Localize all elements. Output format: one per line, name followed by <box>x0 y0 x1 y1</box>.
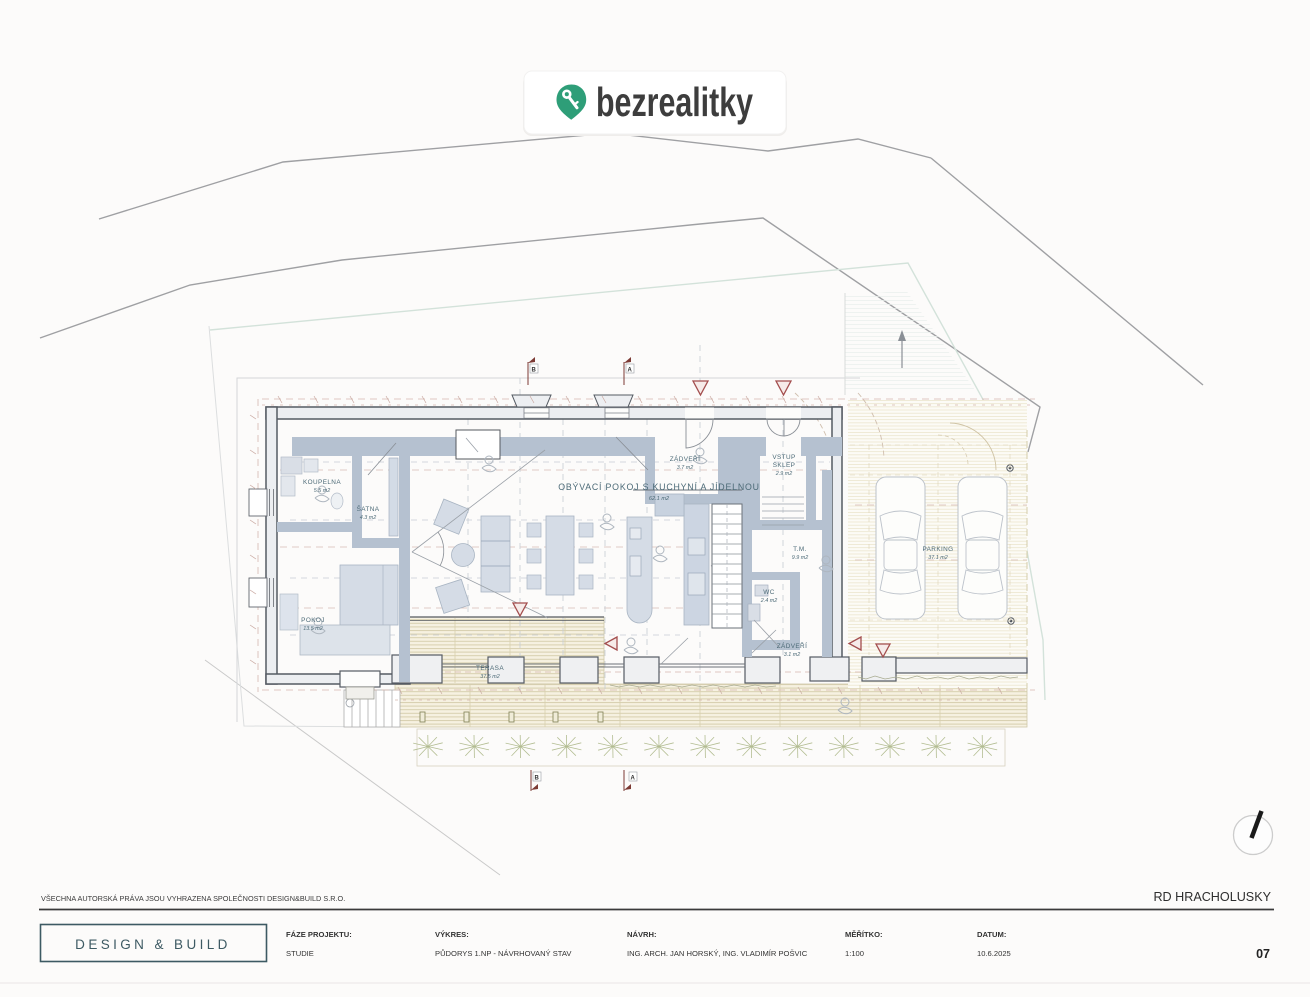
svg-text:3.1 m2: 3.1 m2 <box>784 652 800 658</box>
svg-text:07: 07 <box>1256 947 1270 961</box>
svg-text:PŮDORYS 1.NP - NÁVRHOVANÝ STAV: PŮDORYS 1.NP - NÁVRHOVANÝ STAV <box>435 949 572 958</box>
svg-text:DESIGN & BUILD: DESIGN & BUILD <box>75 937 231 952</box>
svg-text:5.5 m2: 5.5 m2 <box>314 488 330 494</box>
svg-text:B: B <box>532 368 537 374</box>
svg-text:A: A <box>628 368 633 374</box>
svg-text:VSTUP: VSTUP <box>772 454 795 461</box>
svg-text:KOUPELNA: KOUPELNA <box>303 479 341 486</box>
svg-text:T.M.: T.M. <box>793 546 807 553</box>
svg-text:ZÁDVEŘÍ: ZÁDVEŘÍ <box>777 641 808 650</box>
svg-text:ING. ARCH. JAN HORSKÝ, ING. VL: ING. ARCH. JAN HORSKÝ, ING. VLADIMÍR POŠ… <box>627 949 808 958</box>
svg-text:WC: WC <box>763 589 774 596</box>
svg-text:B: B <box>535 776 540 782</box>
svg-text:MĚŘÍTKO:: MĚŘÍTKO: <box>845 930 883 939</box>
svg-text:13.5 m2: 13.5 m2 <box>303 626 322 632</box>
svg-text:62.1 m2: 62.1 m2 <box>649 496 670 502</box>
svg-text:FÁZE PROJEKTU:: FÁZE PROJEKTU: <box>286 930 352 939</box>
svg-text:NÁVRH:: NÁVRH: <box>627 930 657 939</box>
svg-text:37.5 m2: 37.5 m2 <box>480 674 499 680</box>
svg-text:9.9 m2: 9.9 m2 <box>792 555 808 561</box>
svg-text:SKLEP: SKLEP <box>773 462 796 469</box>
svg-text:ZÁDVEŘÍ: ZÁDVEŘÍ <box>670 454 701 463</box>
svg-text:VÝKRES:: VÝKRES: <box>435 930 469 939</box>
svg-text:TERASA: TERASA <box>476 665 504 672</box>
svg-text:POKOJ: POKOJ <box>301 617 325 624</box>
svg-text:1:100: 1:100 <box>845 949 864 958</box>
svg-text:10.6.2025: 10.6.2025 <box>977 949 1011 958</box>
svg-text:DATUM:: DATUM: <box>977 930 1006 939</box>
svg-text:37.1 m2: 37.1 m2 <box>928 555 947 561</box>
svg-text:2.4 m2: 2.4 m2 <box>760 598 777 604</box>
svg-text:VŠECHNA AUTORSKÁ PRÁVA JSOU VY: VŠECHNA AUTORSKÁ PRÁVA JSOU VYHRAZENA SP… <box>41 894 345 903</box>
svg-text:4.3 m2: 4.3 m2 <box>360 515 376 521</box>
svg-text:RD HRACHOLUSKY: RD HRACHOLUSKY <box>1153 890 1271 904</box>
svg-text:PARKING: PARKING <box>922 546 953 553</box>
svg-text:3.7 m2: 3.7 m2 <box>677 465 693 471</box>
svg-text:STUDIE: STUDIE <box>286 949 314 958</box>
svg-text:bezrealitky: bezrealitky <box>596 79 753 125</box>
svg-text:2.9 m2: 2.9 m2 <box>775 471 792 477</box>
svg-text:A: A <box>631 776 636 782</box>
svg-text:ŠATNA: ŠATNA <box>357 504 380 513</box>
svg-text:OBÝVACÍ POKOJ S KUCHYNÍ A JÍDE: OBÝVACÍ POKOJ S KUCHYNÍ A JÍDELNOU <box>558 482 760 492</box>
